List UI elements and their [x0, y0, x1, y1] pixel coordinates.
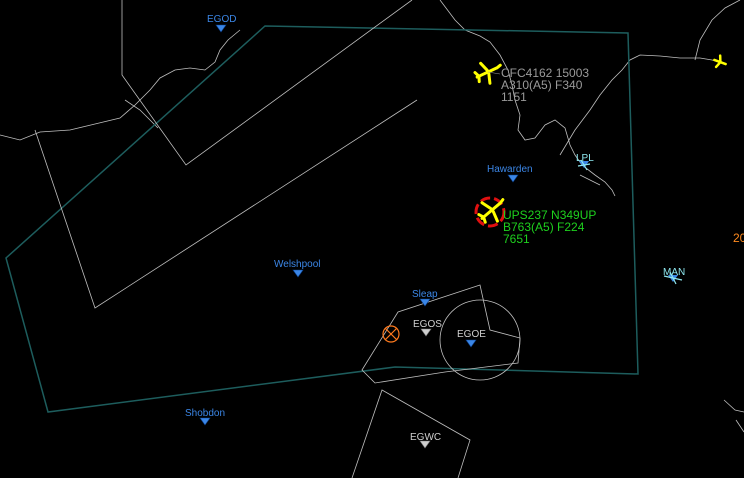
fix-egoe-icon[interactable]	[465, 339, 477, 348]
fix-label-hawarden[interactable]: Hawarden	[487, 164, 533, 175]
fix-shobdon-icon[interactable]	[199, 417, 211, 426]
aircraft-ups237-icon[interactable]	[474, 191, 511, 227]
restricted-areas	[34, 0, 521, 478]
coastline	[0, 0, 744, 433]
airport-markers-major	[577, 159, 683, 285]
man-runway-icon	[663, 271, 683, 285]
lpl-runway-icon	[577, 159, 591, 171]
tag-line-callsign: CFC4162 15003	[501, 66, 590, 80]
fix-label-man[interactable]: MAN	[663, 267, 686, 278]
aircraft-edge-icon[interactable]	[712, 54, 727, 69]
selection-ring	[474, 196, 506, 228]
hold-marker-icon[interactable]	[382, 325, 400, 343]
egos-icon[interactable]	[420, 328, 432, 337]
tag-line-squawk: 1151	[501, 90, 527, 104]
airport-label-egoe[interactable]: EGOE	[457, 329, 486, 340]
aircraft-tag-ups237[interactable]: UPS237 N349UP B763(A5) F224 7651	[503, 209, 596, 245]
fix-markers	[199, 24, 519, 426]
fix-label-shobdon[interactable]: Shobdon	[185, 408, 226, 419]
leader-line	[487, 71, 501, 75]
fix-label-welshpool[interactable]: Welshpool	[274, 259, 321, 270]
fix-label-egod[interactable]: EGOD	[207, 14, 237, 25]
egwc-icon[interactable]	[419, 440, 431, 449]
fix-hawarden-icon[interactable]	[507, 174, 519, 183]
tag-line-type-level: A310(A5) F340	[501, 78, 583, 92]
tag-line-callsign: UPS237 N349UP	[503, 208, 597, 222]
tag-line-squawk: 7651	[503, 232, 530, 246]
fix-egod-icon[interactable]	[215, 24, 227, 33]
aircraft-cfc4162-icon[interactable]	[472, 56, 505, 87]
aircraft-tag-cfc4162[interactable]: CFC4162 15003 A310(A5) F340 1151	[501, 67, 589, 103]
fix-sleap-icon[interactable]	[419, 298, 431, 307]
airport-label-egwc[interactable]: EGWC	[410, 432, 442, 443]
fix-welshpool-icon[interactable]	[292, 269, 304, 278]
sector-boundary	[5, 25, 639, 413]
tag-line-type-level: B763(A5) F224	[503, 220, 585, 234]
airport-label-egos[interactable]: EGOS	[413, 319, 442, 330]
edge-tag-fragment[interactable]: 20	[733, 231, 744, 245]
fix-label-sleap[interactable]: Sleap	[412, 289, 438, 300]
airfield-markers	[419, 328, 432, 449]
fix-label-lpl[interactable]: LPL	[576, 153, 594, 164]
